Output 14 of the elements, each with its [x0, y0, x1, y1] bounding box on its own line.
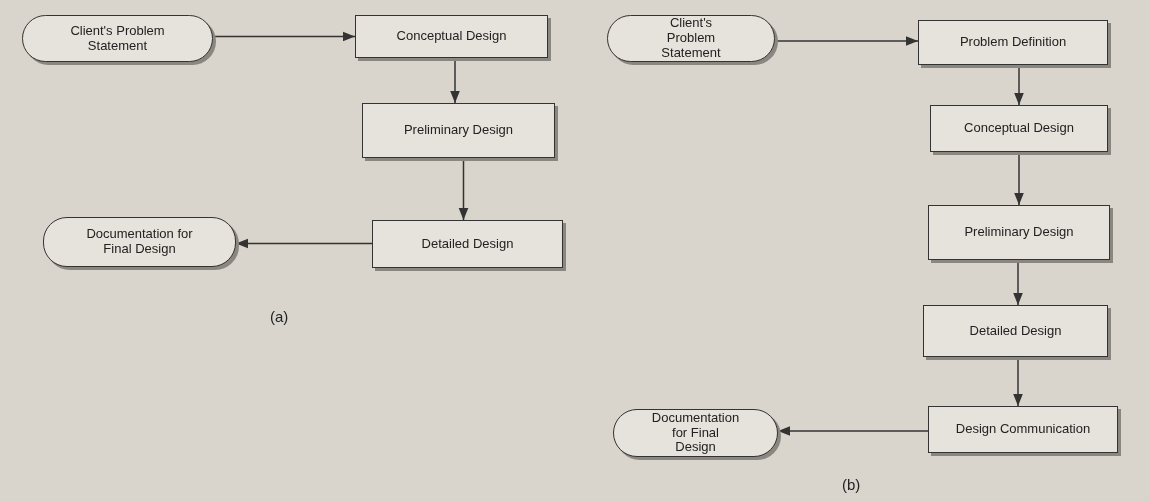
process-box: Conceptual Design: [355, 15, 548, 58]
figure-label: (a): [270, 308, 289, 325]
process-box: Detailed Design: [372, 220, 563, 268]
process-box: Detailed Design: [923, 305, 1108, 357]
terminal-node: Documentation for Final Design: [43, 217, 236, 267]
process-box: Conceptual Design: [930, 105, 1108, 152]
terminal-node: Client's Problem Statement: [607, 15, 775, 62]
process-box: Preliminary Design: [362, 103, 555, 158]
terminal-node: Documentation for Final Design: [613, 409, 778, 457]
process-box: Preliminary Design: [928, 205, 1110, 260]
terminal-node: Client's Problem Statement: [22, 15, 213, 62]
process-box: Problem Definition: [918, 20, 1108, 65]
figure-label: (b): [842, 476, 861, 493]
process-box: Design Communication: [928, 406, 1118, 453]
